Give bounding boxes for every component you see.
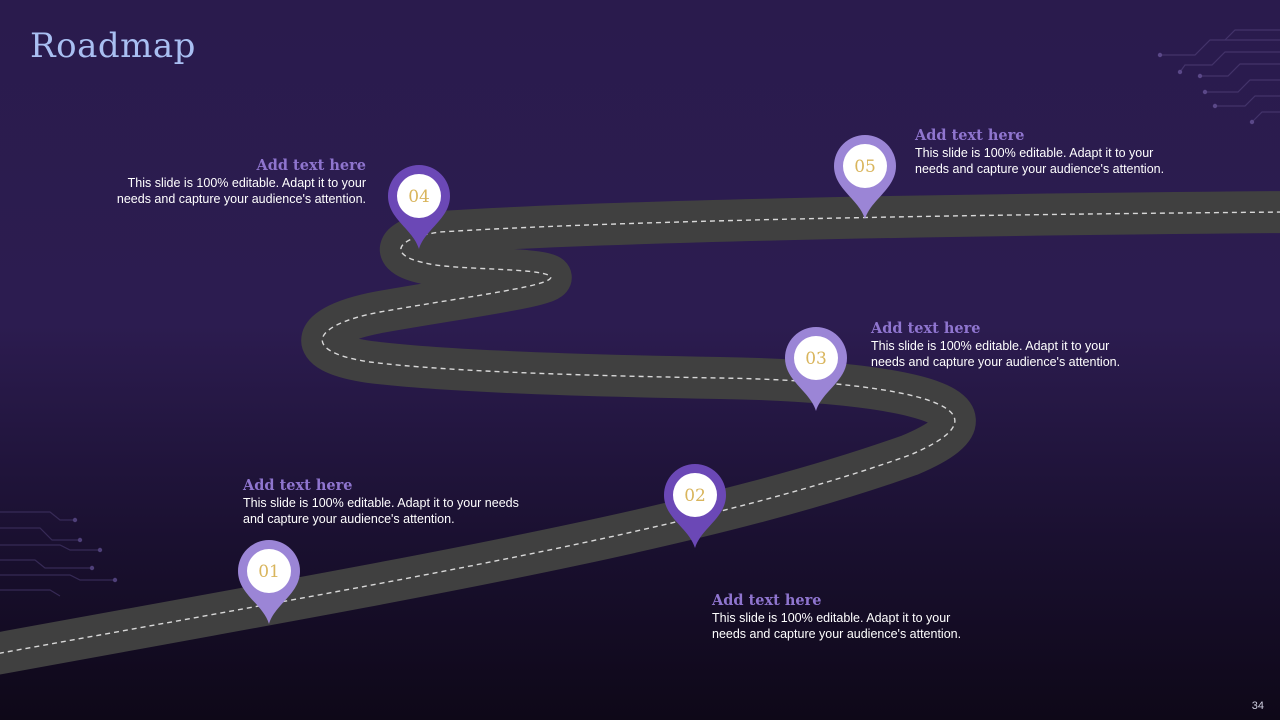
pin-number: 03 <box>805 349 827 369</box>
pin-01: 01 <box>238 540 300 624</box>
pin-number: 04 <box>408 187 430 207</box>
pin-04: 04 <box>388 165 450 249</box>
slide-title: Roadmap <box>30 26 196 66</box>
callout-02: Add text here This slide is 100% editabl… <box>712 592 982 642</box>
callout-heading: Add text here <box>256 157 366 174</box>
pin-number: 05 <box>854 157 876 177</box>
callout-text: This slide is 100% editable. Adapt it to… <box>712 611 962 641</box>
callout-heading: Add text here <box>712 592 822 609</box>
circuit-nodes-bottom-left <box>72 517 118 583</box>
pin-05: 05 <box>834 135 896 219</box>
callout-05: Add text here This slide is 100% editabl… <box>915 127 1185 177</box>
pin-inner-circle <box>247 549 291 593</box>
road <box>0 191 1280 675</box>
circuit-decoration-top-right <box>1160 29 1280 123</box>
pin-number: 01 <box>258 562 280 582</box>
circuit-decoration-bottom-left <box>0 511 115 597</box>
pin-inner-circle <box>794 336 838 380</box>
pin-02: 02 <box>664 464 726 548</box>
callout-text: This slide is 100% editable. Adapt it to… <box>243 496 519 526</box>
callout-heading: Add text here <box>243 477 353 494</box>
pin-number: 02 <box>684 486 706 506</box>
callout-01: Add text here This slide is 100% editabl… <box>243 477 543 527</box>
pin-inner-circle <box>397 174 441 218</box>
callout-text: This slide is 100% editable. Adapt it to… <box>116 176 366 206</box>
callout-text: This slide is 100% editable. Adapt it to… <box>871 339 1121 369</box>
callout-heading: Add text here <box>871 320 981 337</box>
circuit-nodes-top-right <box>1157 52 1255 125</box>
callout-04: Add text here This slide is 100% editabl… <box>96 157 366 207</box>
pin-inner-circle <box>843 144 887 188</box>
callout-03: Add text here This slide is 100% editabl… <box>871 320 1141 370</box>
road-center-line <box>0 211 1280 654</box>
callout-text: This slide is 100% editable. Adapt it to… <box>915 146 1165 176</box>
page-number: 34 <box>1251 700 1264 712</box>
road-surface <box>0 191 1280 675</box>
callout-heading: Add text here <box>915 127 1025 144</box>
pin-03: 03 <box>785 327 847 411</box>
pin-inner-circle <box>673 473 717 517</box>
